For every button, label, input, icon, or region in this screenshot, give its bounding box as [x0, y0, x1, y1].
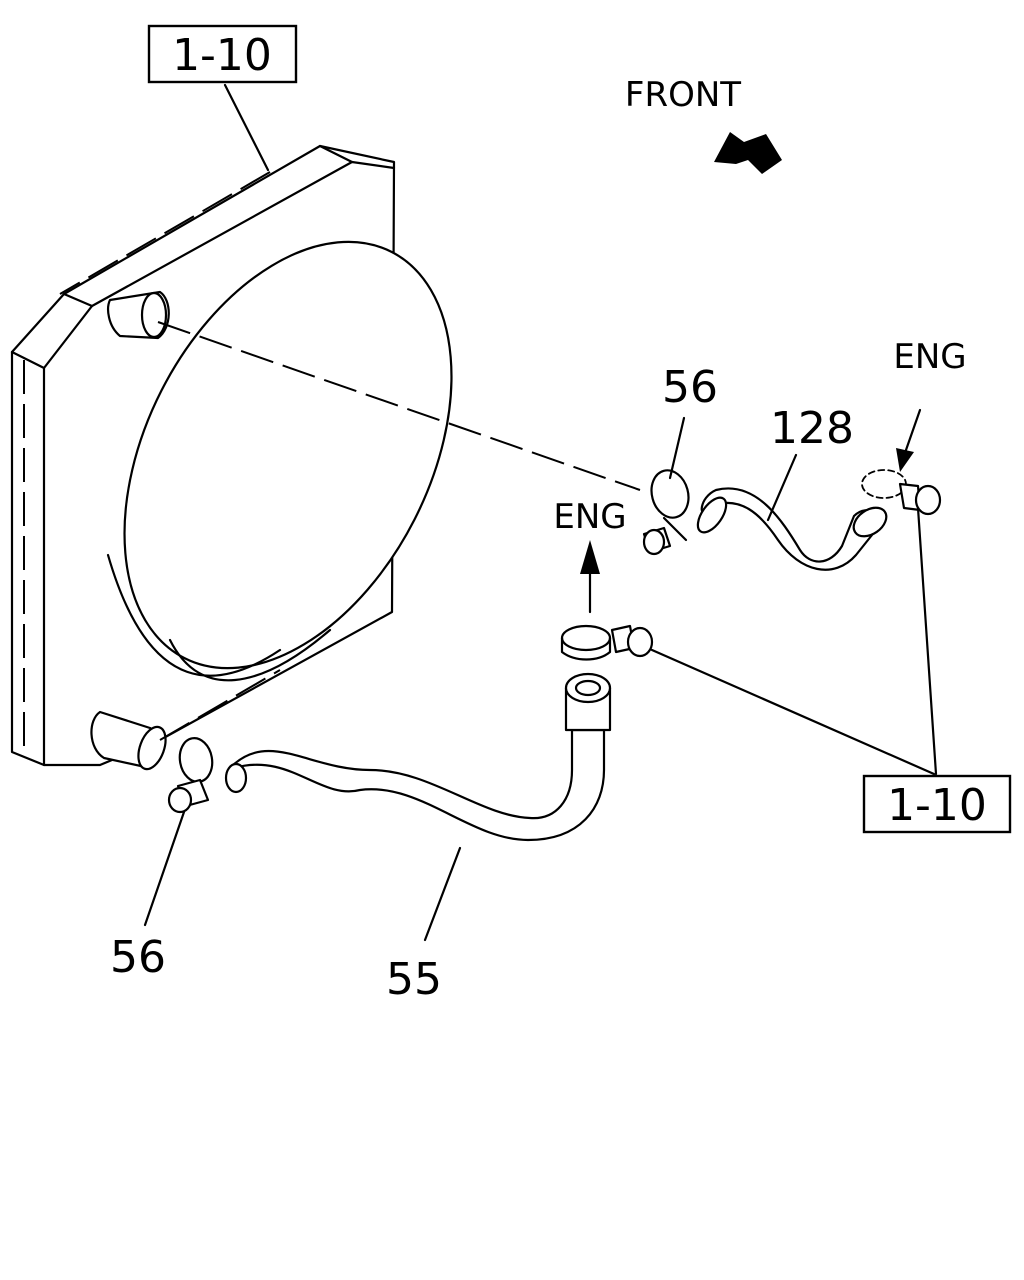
leader-lines [143, 83, 938, 942]
front-arrow-icon [714, 132, 782, 174]
upper-hose [696, 487, 888, 571]
upper-centerline [157, 321, 641, 491]
front-label: FRONT [625, 75, 741, 115]
ref-box-top [147, 24, 298, 84]
ref-label-top: 1-10 [172, 30, 272, 81]
top-edge-centerline [59, 171, 271, 295]
part-number-128: 128 [770, 403, 854, 454]
clamp-lower [167, 737, 214, 814]
eng-arrow-lower [580, 540, 600, 614]
clamp-engine-lower [560, 624, 654, 661]
part-number-55: 55 [386, 954, 442, 1005]
clamp-upper [642, 469, 690, 556]
eng-label-upper: ENG [893, 337, 966, 377]
eng-label-lower: ENG [553, 497, 626, 537]
clamp-engine-upper [861, 469, 942, 516]
radiator [10, 144, 453, 771]
part-number-56-lower: 56 [110, 932, 166, 983]
lower-centerline [159, 669, 281, 741]
eng-arrow-upper [896, 408, 922, 472]
part-number-56-upper: 56 [662, 362, 718, 413]
lower-hose [224, 672, 612, 842]
ref-box-bottom [862, 774, 1012, 834]
ref-label-bottom: 1-10 [887, 780, 987, 831]
